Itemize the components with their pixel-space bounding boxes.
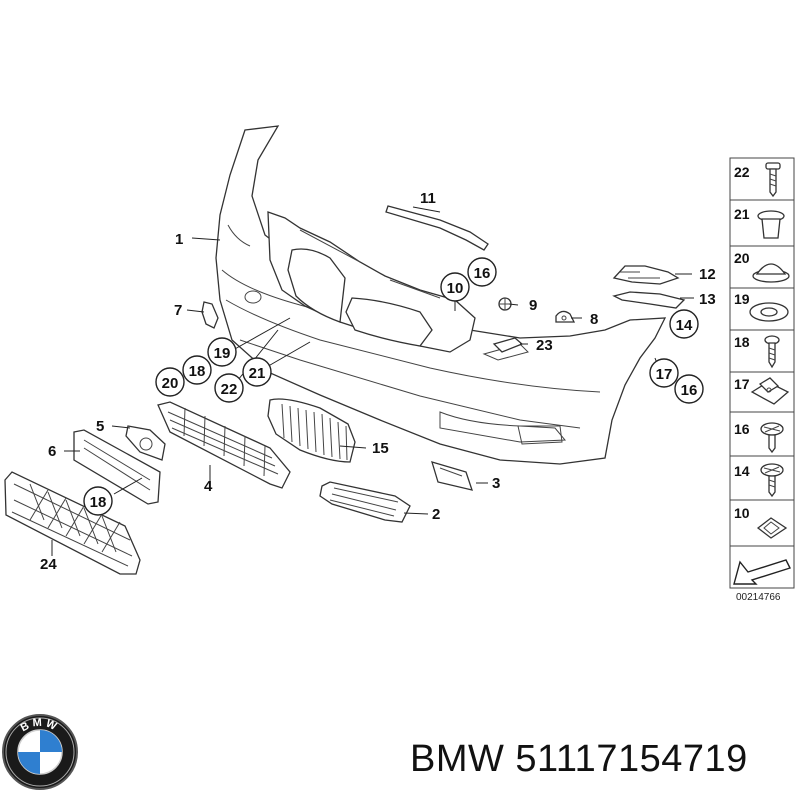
carrier-frame-part <box>4 471 141 575</box>
svg-text:BMW: BMW <box>19 717 62 735</box>
grille-carrier-part <box>267 211 476 353</box>
circled-callout-16b: 16 <box>681 382 698 399</box>
circled-callout-18: 18 <box>189 363 206 380</box>
callout-4: 4 <box>204 478 213 495</box>
reference-code: 00214766 <box>736 592 781 603</box>
ring-19-icon <box>749 302 789 322</box>
panel-label-19: 19 <box>734 291 750 307</box>
screw-14-icon <box>760 463 784 498</box>
callout-24: 24 <box>40 556 57 573</box>
callout-1: 1 <box>175 231 183 248</box>
circled-callout-20: 20 <box>162 375 179 392</box>
fastener-part-8 <box>555 310 576 323</box>
circled-callout-21: 21 <box>249 365 266 382</box>
panel-label-22: 22 <box>734 164 750 180</box>
part-number-caption: BMW 51117154719 <box>410 738 748 780</box>
nut-10-icon <box>756 517 788 539</box>
callout-8: 8 <box>590 311 598 328</box>
fastener-parts-panel: 22 21 20 19 18 17 <box>729 157 795 603</box>
plug-21-icon <box>757 210 785 239</box>
circled-callouts: 10 16 14 17 16 19 18 20 22 21 18 <box>83 257 704 516</box>
callout-2: 2 <box>432 506 440 523</box>
kidney-grille-part <box>267 398 356 463</box>
callout-5: 5 <box>96 418 104 435</box>
callout-3: 3 <box>492 475 500 492</box>
circled-callout-22: 22 <box>221 381 238 398</box>
screw-16-icon <box>760 422 784 454</box>
circled-callout-14: 14 <box>676 317 693 334</box>
circled-callout-19: 19 <box>214 345 231 362</box>
lower-grille-part <box>157 401 291 489</box>
clip-nut-17-icon <box>750 377 790 405</box>
panel-label-17: 17 <box>734 376 750 392</box>
callout-6: 6 <box>48 443 56 460</box>
circled-callout-10: 10 <box>447 280 464 297</box>
bracket-part-12 <box>612 265 680 285</box>
license-plate-base-part <box>73 429 161 505</box>
callout-23: 23 <box>536 337 553 354</box>
panel-label-14: 14 <box>734 463 750 479</box>
bmw-logo-icon: BMW <box>2 714 78 790</box>
panel-label-10: 10 <box>734 505 750 521</box>
callout-13: 13 <box>699 291 716 308</box>
cap-20-icon <box>752 263 790 283</box>
circled-callout-18b: 18 <box>90 494 107 511</box>
panel-label-16: 16 <box>734 421 750 437</box>
circled-callout-16: 16 <box>474 265 491 282</box>
callout-numbers: 1 7 11 9 8 12 13 23 15 5 6 4 3 2 24 <box>40 190 716 573</box>
callout-7: 7 <box>174 302 182 319</box>
circled-callout-17: 17 <box>656 366 673 383</box>
fastener-part-9 <box>498 297 512 311</box>
callout-12: 12 <box>699 266 716 283</box>
callout-11: 11 <box>420 190 436 207</box>
screw-18-icon <box>764 335 780 369</box>
panel-label-20: 20 <box>734 250 750 266</box>
bracket-part-5 <box>125 425 166 461</box>
bracket-part-13 <box>612 291 686 309</box>
panel-label-21: 21 <box>734 206 750 222</box>
side-grille-part <box>319 481 411 523</box>
trim-strip-part <box>385 205 489 251</box>
callout-15: 15 <box>372 440 389 457</box>
bracket-part-3 <box>431 461 473 491</box>
panel-label-18: 18 <box>734 334 750 350</box>
screw-22-icon <box>765 162 781 198</box>
direction-arrow-icon <box>733 559 791 585</box>
callout-9: 9 <box>529 297 537 314</box>
clip-part-7 <box>201 301 219 329</box>
